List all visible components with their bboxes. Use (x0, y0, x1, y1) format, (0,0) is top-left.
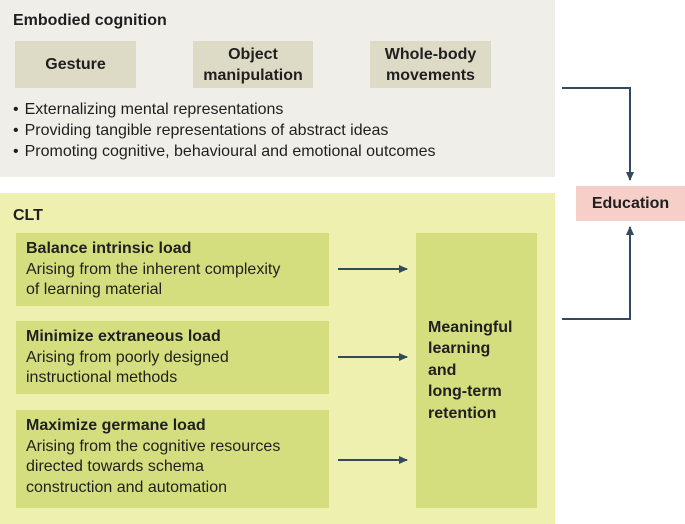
extraneous-load-desc: Arising from poorly designed instruction… (26, 348, 229, 387)
bullet-item: Providing tangible representations of ab… (13, 120, 436, 141)
germane-load-desc: Arising from the cognitive resources dir… (26, 437, 281, 496)
embodied-cognition-panel: Embodied cognition Gesture Object manipu… (0, 0, 555, 177)
education-label: Education (591, 194, 670, 212)
clt-title: CLT (13, 207, 43, 224)
meaningful-learning-label: Meaningful learning and long-term retent… (428, 318, 513, 422)
arrow-clt-to-education (562, 226, 634, 320)
bullet-item: Promoting cognitive, behavioural and emo… (13, 141, 436, 162)
meaningful-learning-box: Meaningful learning and long-term retent… (416, 233, 537, 508)
intrinsic-load-title: Balance intrinsic load (26, 240, 192, 257)
germane-load-title: Maximize germane load (26, 417, 206, 434)
germane-load-box: Maximize germane load Arising from the c… (16, 410, 329, 508)
tag-whole-body-movements-label: Whole-body movements (384, 45, 477, 84)
extraneous-load-box: Minimize extraneous load Arising from po… (16, 321, 329, 394)
extraneous-load-title: Minimize extraneous load (26, 328, 221, 345)
embodied-cognition-title: Embodied cognition (13, 12, 167, 29)
arrow-embodied-to-education (562, 87, 634, 181)
tag-object-manipulation-label: Object manipulation (203, 45, 303, 84)
bullet-item: Externalizing mental representations (13, 99, 436, 120)
embodied-bullet-list: Externalizing mental representations Pro… (13, 99, 436, 162)
tag-gesture: Gesture (15, 41, 136, 88)
tag-object-manipulation: Object manipulation (193, 41, 313, 88)
education-box: Education (576, 186, 685, 221)
intrinsic-load-box: Balance intrinsic load Arising from the … (16, 233, 329, 306)
tag-whole-body-movements: Whole-body movements (370, 41, 491, 88)
intrinsic-load-desc: Arising from the inherent complexity of … (26, 260, 281, 299)
